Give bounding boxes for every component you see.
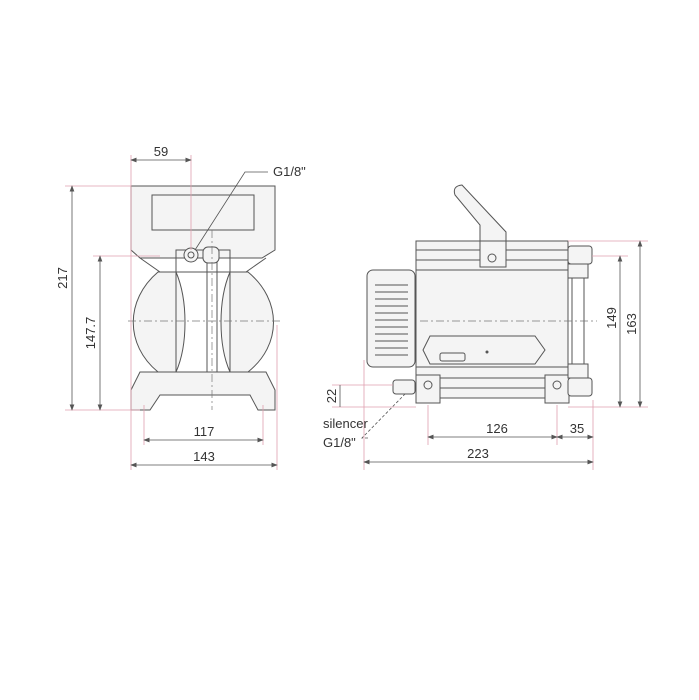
port-label: G1/8" (273, 164, 306, 179)
dim-22: 22 (324, 389, 339, 403)
right-diaphragm (220, 271, 274, 373)
dim-126: 126 (486, 421, 508, 436)
silencer-label: silencer (323, 416, 368, 431)
handle-frame (130, 185, 276, 259)
silencer (392, 379, 416, 395)
handle (453, 184, 507, 243)
fan-cover (366, 269, 416, 368)
dim-117: 117 (194, 424, 215, 439)
bottom-rail (415, 366, 569, 399)
dim-59: 59 (154, 144, 168, 159)
dim-143: 143 (193, 449, 215, 464)
dim-147-7: 147.7 (83, 317, 98, 350)
base (130, 371, 276, 411)
left-diaphragm (132, 271, 186, 373)
silencer-port-label: G1/8" (323, 435, 356, 450)
dim-163: 163 (624, 313, 639, 335)
front-view: 59 G1/8" 217 147.7 117 143 (55, 144, 306, 470)
side-view: 163 149 22 silencer G1/8" 126 35 223 (323, 184, 648, 470)
dim-223: 223 (467, 446, 489, 461)
dim-149: 149 (604, 307, 619, 329)
dim-217: 217 (55, 267, 70, 289)
dim-35: 35 (570, 421, 584, 436)
